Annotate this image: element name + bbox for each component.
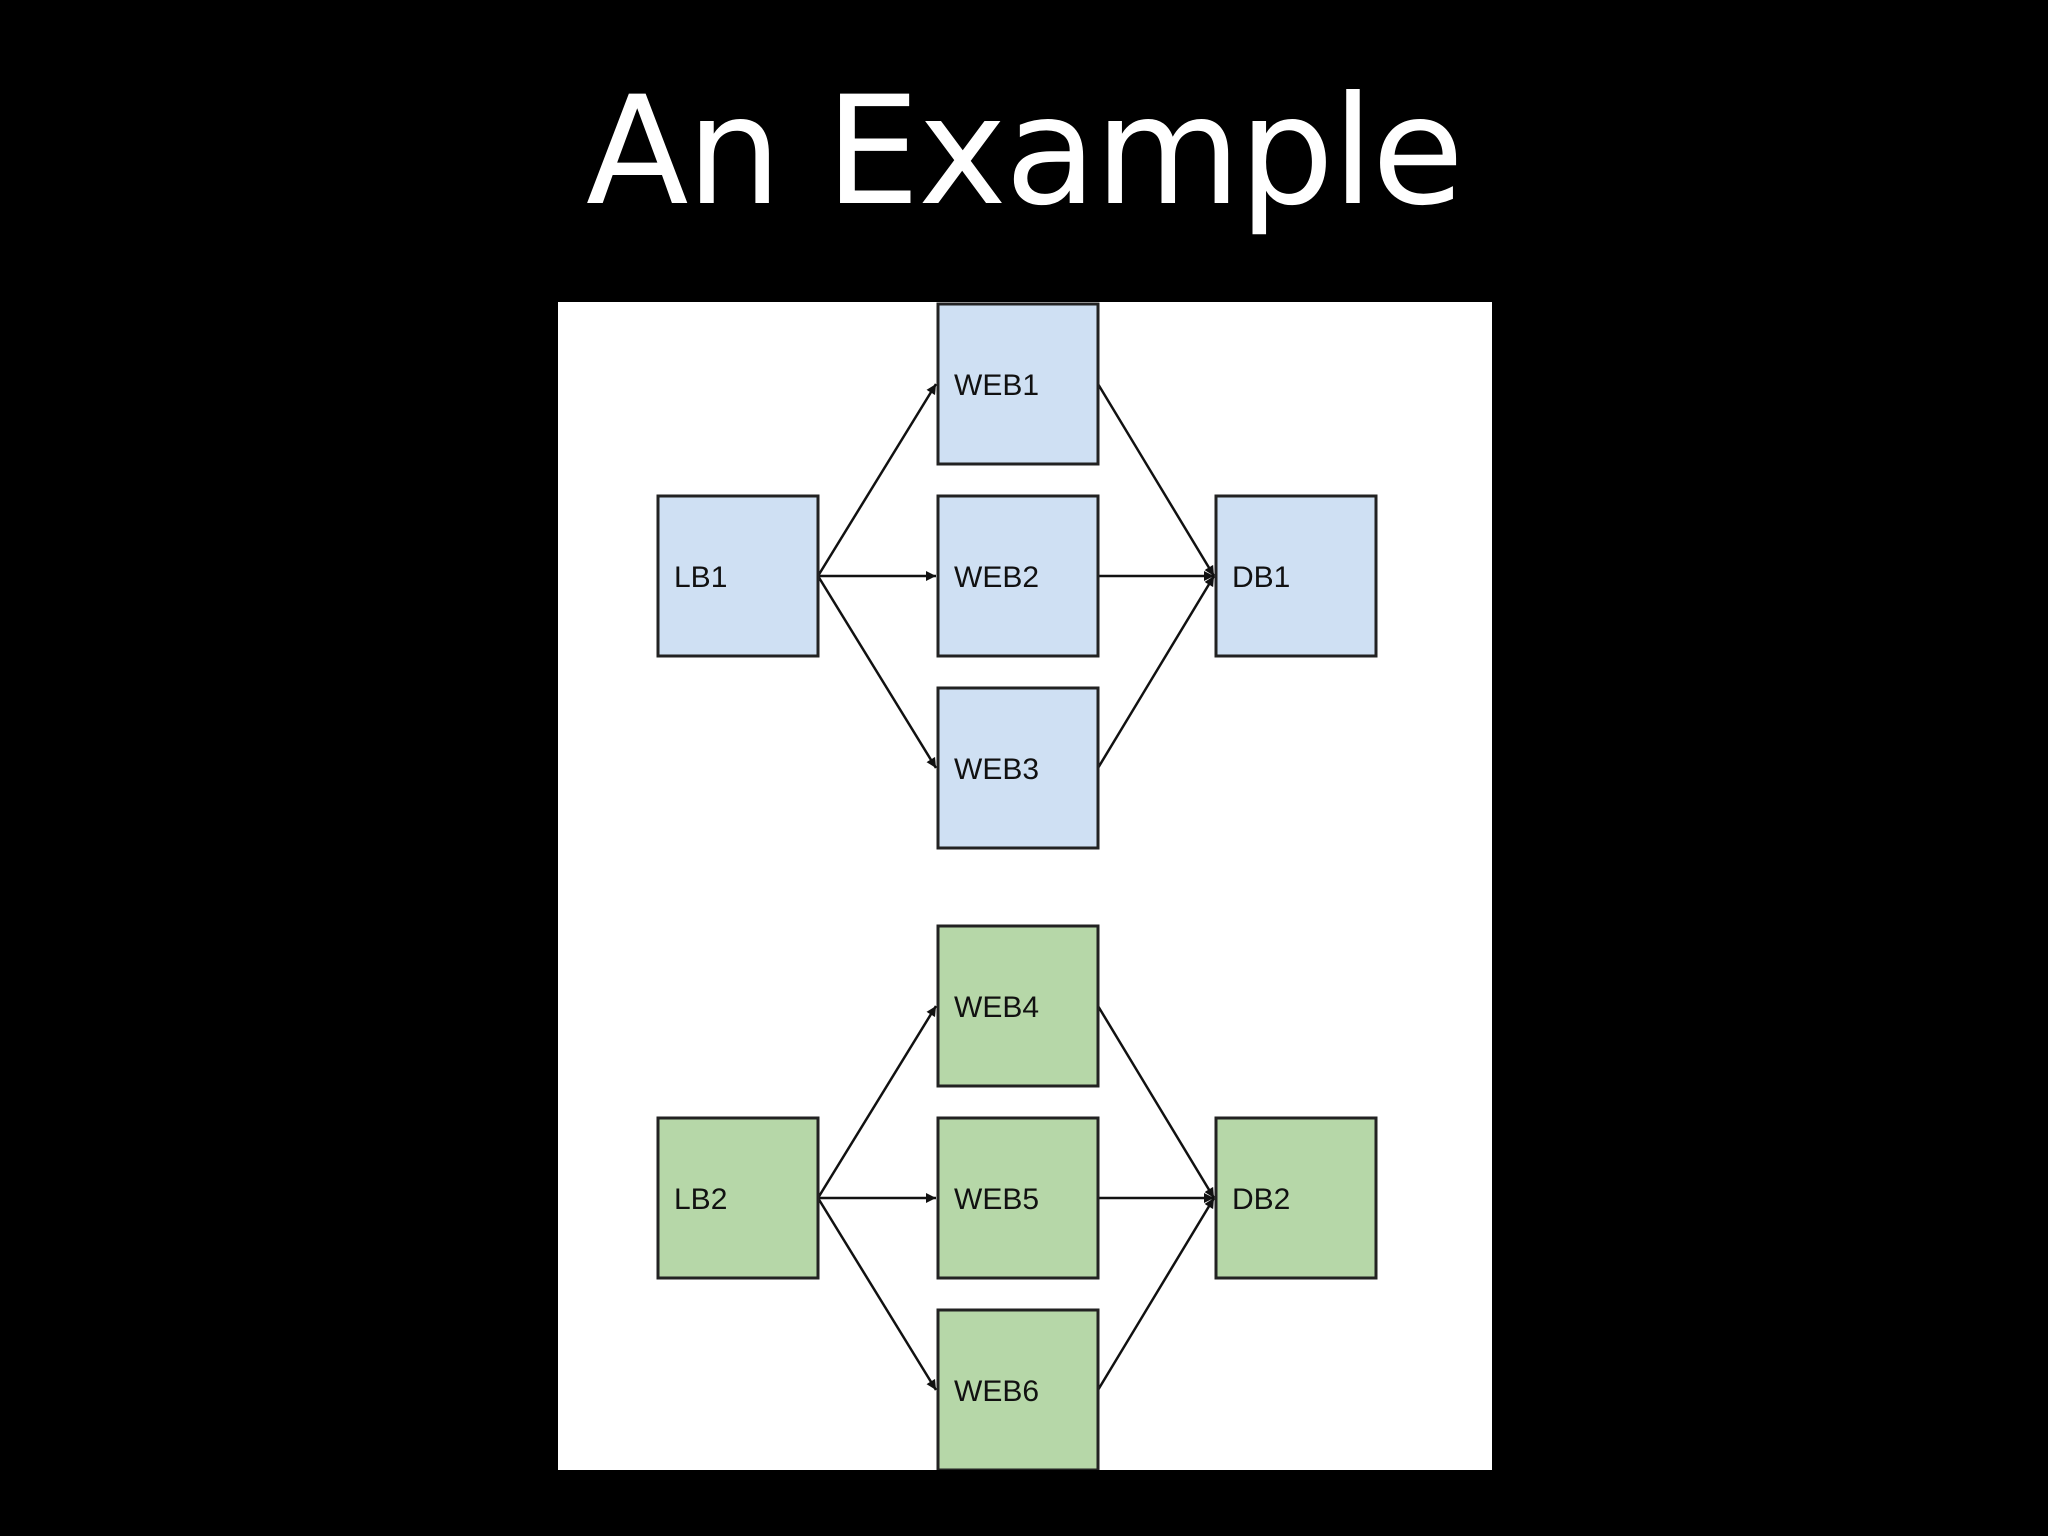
node-db1-label: DB1 — [1232, 561, 1290, 594]
node-db1-box — [1214, 494, 1378, 658]
arrow-web3-db1 — [1096, 575, 1216, 769]
node-web4-box — [936, 924, 1100, 1088]
node-web1-box — [936, 302, 1100, 466]
node-web3-label: WEB3 — [954, 753, 1039, 786]
node-db2-box — [1214, 1116, 1378, 1280]
node-lb1-box — [656, 494, 820, 658]
node-web2-label: WEB2 — [954, 561, 1039, 594]
node-web3-box — [936, 686, 1100, 850]
arrow-web6-db2 — [1096, 1197, 1216, 1391]
arrow-lb1-web1 — [816, 383, 938, 577]
node-db2-label: DB2 — [1232, 1183, 1290, 1216]
node-web6-label: WEB6 — [954, 1375, 1039, 1408]
node-web4-label: WEB4 — [954, 991, 1039, 1024]
node-web2-box — [936, 494, 1100, 658]
slide-title: An Example — [585, 65, 1464, 239]
node-lb2-label: LB2 — [674, 1183, 727, 1216]
node-web6-box — [936, 1308, 1100, 1470]
arrow-lb1-web3 — [816, 575, 938, 769]
arrow-web1-db1 — [1096, 383, 1216, 577]
arrow-lb2-web6 — [816, 1197, 938, 1391]
node-web5-label: WEB5 — [954, 1183, 1039, 1216]
node-web5-box — [936, 1116, 1100, 1280]
node-lb2-box — [656, 1116, 820, 1280]
arrow-web4-db2 — [1096, 1005, 1216, 1199]
arrow-lb2-web4 — [816, 1005, 938, 1199]
node-web1-label: WEB1 — [954, 369, 1039, 402]
node-lb1-label: LB1 — [674, 561, 727, 594]
